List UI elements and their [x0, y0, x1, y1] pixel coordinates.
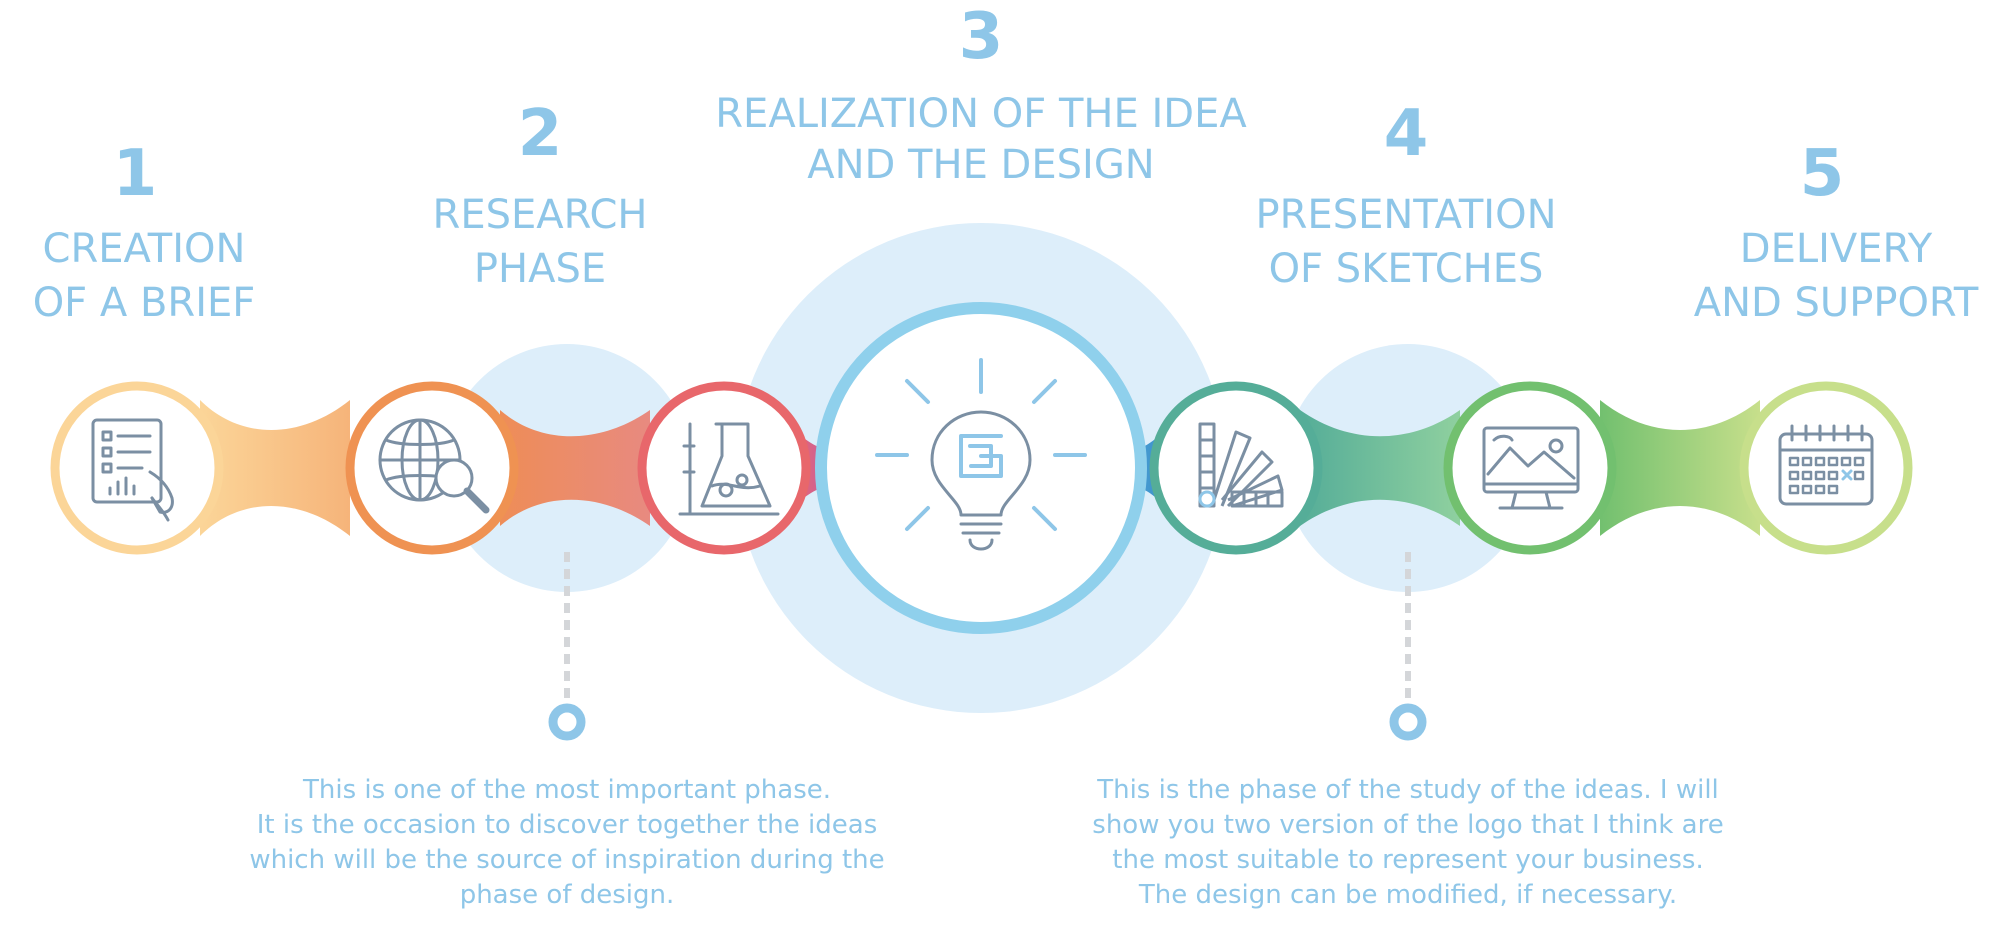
description-right-line1: This is the phase of the study of the id…: [1096, 775, 1719, 805]
phase-5-title-line1: DELIVERY: [1740, 226, 1933, 272]
flask-icon: [678, 422, 780, 516]
description-right-line2: show you two version of the logo that I …: [1092, 810, 1723, 840]
description-right-line3: the most suitable to represent your busi…: [1112, 845, 1703, 875]
node-delivery: [1739, 381, 1913, 555]
callout-dot-right: [1389, 703, 1427, 741]
phase-2-number: 2: [518, 97, 563, 171]
phase-3-title-line2: AND THE DESIGN: [807, 142, 1154, 188]
description-right-line4: The design can be modified, if necessary…: [1138, 880, 1677, 910]
description-left-line2: It is the occasion to discover together …: [257, 810, 877, 840]
connector-2-3: [500, 410, 650, 526]
node-research: [345, 381, 519, 555]
phase-4-title-line1: PRESENTATION: [1256, 192, 1557, 238]
node-monitor: [1443, 381, 1617, 555]
phase-3-number: 3: [959, 0, 1004, 74]
callout-dot-left: [548, 703, 586, 741]
document-chart-hand-icon: [91, 418, 174, 522]
connector-4-5: [1300, 410, 1460, 526]
phase-3-title-line1: REALIZATION OF THE IDEA: [715, 91, 1247, 137]
phase-5-title-line2: AND SUPPORT: [1694, 280, 1979, 326]
node-presentation: [1149, 381, 1323, 555]
color-swatch-icon: [1198, 422, 1284, 508]
connector-5-6: [1600, 400, 1760, 536]
description-left-line3: which will be the source of inspiration …: [249, 845, 884, 875]
phase-2-title-line2: PHASE: [474, 246, 606, 292]
phase-1-number: 1: [113, 137, 158, 211]
phase-2-title-line1: RESEARCH: [433, 192, 648, 238]
phase-4-number: 4: [1384, 97, 1429, 171]
description-left-line1: This is one of the most important phase.: [302, 775, 831, 805]
phase-5-number: 5: [1800, 137, 1845, 211]
connector-1-2: [200, 400, 350, 536]
phase-4-title-line2: OF SKETCHES: [1269, 246, 1544, 292]
phase-1-title-line1: CREATION: [43, 226, 246, 272]
node-flask: [637, 381, 811, 555]
globe-magnifier-icon: [378, 418, 490, 514]
description-left-line4: phase of design.: [460, 880, 675, 910]
monitor-image-icon: [1482, 426, 1580, 510]
calendar-icon: [1778, 424, 1874, 506]
lightbulb-icon: [875, 358, 1087, 551]
phase-1-title-line2: OF A BRIEF: [33, 280, 256, 326]
